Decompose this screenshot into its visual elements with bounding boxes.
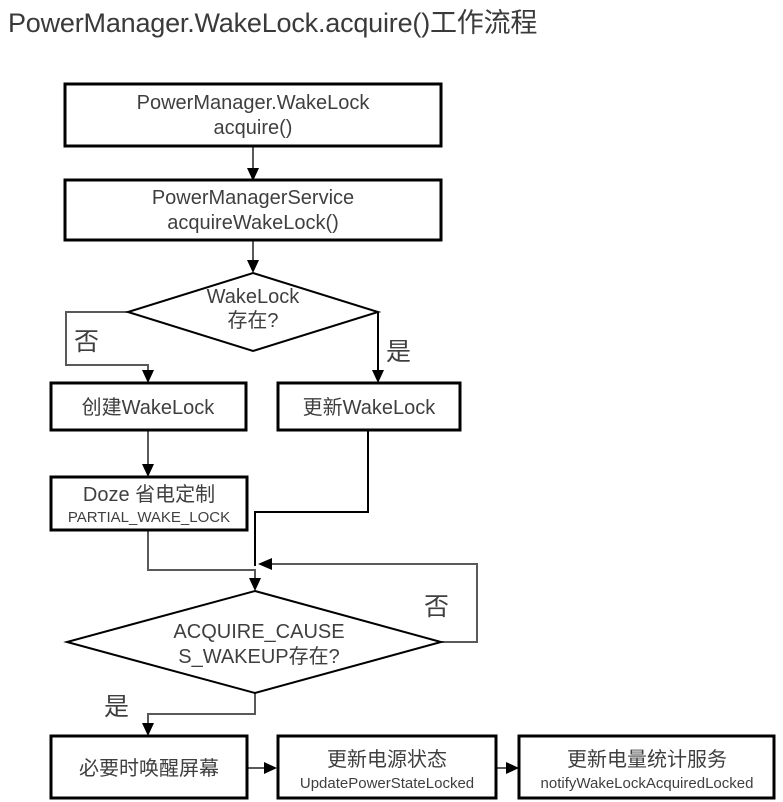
node-update-power-state[interactable]: 更新电源状态 UpdatePowerStateLocked [276, 734, 498, 800]
node-n5-line2: PARTIAL_WAKE_LOCK [68, 509, 230, 526]
edge-n2-d1 [247, 240, 259, 273]
edge-label-d2-no: 否 [424, 593, 449, 621]
edge-n5-d2 [147, 530, 261, 591]
node-n1-line2: acquire() [214, 117, 293, 139]
node-powermanager-wakelock-acquire[interactable]: PowerManager.WakeLock acquire() [63, 82, 443, 148]
node-wake-screen-if-needed[interactable]: 必要时唤醒屏幕 [49, 734, 249, 800]
edge-n1-n2 [247, 146, 259, 181]
node-n1-line1: PowerManager.WakeLock [137, 92, 371, 114]
edge-d1-n4 [372, 312, 384, 383]
edge-d2-loop-no [258, 558, 478, 643]
node-n4-line1: 更新WakeLock [303, 396, 437, 419]
edge-n3-n5 [142, 430, 154, 477]
node-n2-line1: PowerManagerService [152, 187, 354, 209]
node-n5-line1: Doze 省电定制 [83, 483, 215, 506]
node-create-wakelock[interactable]: 创建WakeLock [49, 381, 248, 432]
edge-n4-d2 [254, 430, 369, 566]
node-doze-power-saving[interactable]: Doze 省电定制 PARTIAL_WAKE_LOCK [49, 475, 249, 532]
page-title: PowerManager.WakeLock.acquire()工作流程 [8, 8, 538, 38]
node-n3-line1: 创建WakeLock [82, 396, 216, 419]
edge-d1-n3 [65, 311, 154, 383]
edge-n6-n7 [247, 762, 277, 774]
edge-d2-n6 [142, 693, 256, 736]
decision-d2-line2: S_WAKEUP存在? [178, 645, 340, 668]
node-n8-line2: notifyWakeLockAcquiredLocked [541, 775, 754, 792]
node-update-battery-stats-service[interactable]: 更新电量统计服务 notifyWakeLockAcquiredLocked [517, 734, 776, 800]
decision-d1-line2: 存在? [227, 309, 278, 332]
node-n8-line1: 更新电量统计服务 [567, 748, 727, 771]
node-n7-line2: UpdatePowerStateLocked [300, 775, 474, 792]
decision-acquire-causes-wakeup[interactable]: ACQUIRE_CAUSE S_WAKEUP存在? [63, 589, 445, 695]
edge-label-d1-no: 否 [74, 328, 99, 356]
node-n7-line1: 更新电源状态 [327, 748, 447, 771]
decision-wakelock-exists[interactable]: WakeLock 存在? [124, 271, 382, 353]
edge-label-d1-yes: 是 [386, 338, 411, 366]
node-powermanagerservice-acquirewakelock[interactable]: PowerManagerService acquireWakeLock() [63, 178, 443, 242]
node-update-wakelock[interactable]: 更新WakeLock [276, 381, 462, 432]
edge-label-d2-yes: 是 [104, 693, 129, 721]
edge-n7-n8 [496, 762, 519, 774]
decision-d2-line1: ACQUIRE_CAUSE [173, 621, 344, 643]
decision-d1-line1: WakeLock [207, 286, 301, 308]
connector-layer [65, 146, 519, 774]
node-n2-line2: acquireWakeLock() [167, 212, 339, 234]
node-n6-line1: 必要时唤醒屏幕 [79, 757, 219, 780]
